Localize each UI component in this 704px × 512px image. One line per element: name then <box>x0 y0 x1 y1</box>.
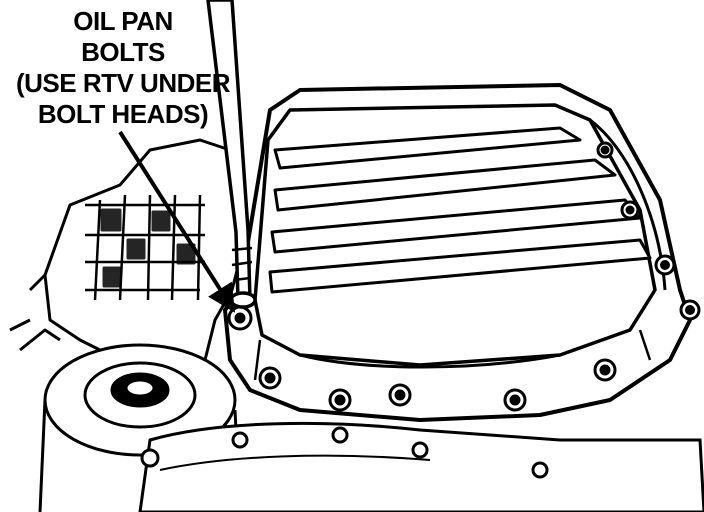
oil-pan-bolts <box>227 141 701 412</box>
leader-arrow <box>118 130 236 313</box>
dipstick-tube <box>206 0 257 309</box>
transmission-case <box>9 138 247 382</box>
bell-housing <box>38 343 242 512</box>
callout-line-2: BOLTS <box>81 37 165 67</box>
callout-line-4: BOLT HEADS) <box>37 99 209 129</box>
callout-line-1: OIL PAN <box>73 6 173 36</box>
lower-case <box>138 421 704 512</box>
callout-line-3: (USE RTV UNDER <box>15 68 231 98</box>
oil-pan <box>223 83 692 422</box>
callout-label: OIL PAN BOLTS (USE RTV UNDER BOLT HEADS) <box>4 6 242 130</box>
